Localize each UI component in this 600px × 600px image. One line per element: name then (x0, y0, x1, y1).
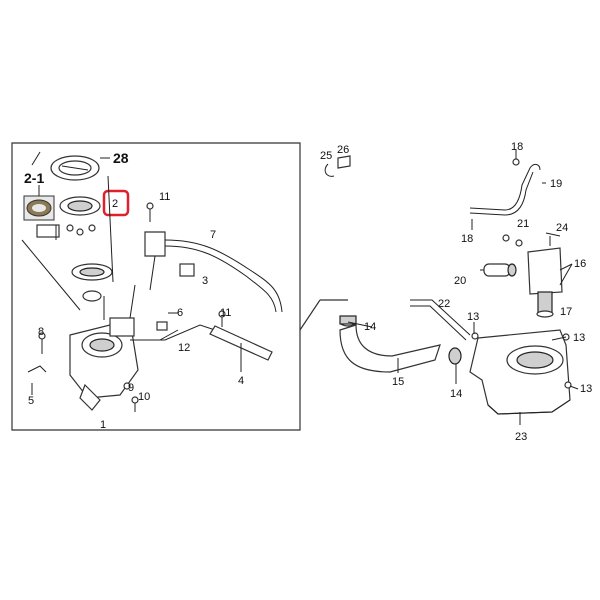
filler-neck-ring-2[interactable] (36, 196, 101, 238)
label-5: 5 (28, 395, 34, 407)
label-14-upper: 14 (364, 321, 376, 333)
hose-clamp-14-upper[interactable] (339, 315, 357, 325)
label-9: 9 (128, 382, 134, 394)
gasket-2-1[interactable] (23, 185, 55, 221)
fuel-line-22[interactable] (410, 299, 471, 341)
label-1: 1 (100, 419, 106, 431)
clamp-3[interactable] (179, 263, 195, 277)
label-12: 12 (178, 342, 190, 354)
label-15: 15 (392, 376, 404, 388)
filler-hose-15[interactable] (339, 317, 441, 373)
leader-lines (21, 151, 579, 390)
label-7: 7 (210, 229, 216, 241)
clip-26[interactable] (337, 155, 351, 169)
drain-bar-4[interactable] (209, 310, 273, 372)
left-assembly-frame (11, 142, 348, 431)
label-11-upper: 11 (159, 191, 170, 203)
label-18-lower: 18 (461, 233, 473, 245)
label-13-lower: 13 (580, 383, 592, 395)
label-2-1: 2-1 (24, 170, 44, 186)
label-21: 21 (517, 218, 529, 230)
label-6: 6 (177, 307, 183, 319)
breather-tube-12[interactable] (130, 324, 216, 341)
canister-body-1[interactable] (69, 296, 139, 411)
bolt-13-lower[interactable] (564, 381, 572, 389)
label-19: 19 (550, 178, 562, 190)
seal-ring[interactable] (71, 263, 113, 302)
clip-25[interactable] (324, 163, 335, 177)
bolt-13-left[interactable] (471, 332, 479, 340)
hose-6[interactable] (156, 312, 178, 331)
label-22: 22 (438, 298, 450, 310)
highlight-box (102, 189, 130, 217)
part-labels: 28 2-1 2 11 7 3 6 11 12 8 4 5 9 10 1 25 … (24, 141, 592, 443)
label-23: 23 (515, 431, 527, 443)
label-2: 2 (112, 198, 118, 210)
label-24: 24 (556, 222, 568, 234)
screw-9[interactable] (123, 382, 131, 390)
label-17: 17 (560, 306, 572, 318)
fuel-line-19[interactable] (469, 150, 546, 216)
label-10: 10 (138, 391, 150, 403)
bolt-11-upper[interactable] (146, 202, 154, 222)
screw-10[interactable] (131, 396, 139, 412)
fuel-pump-assembly[interactable] (502, 234, 563, 318)
hose-clamp-14-lower[interactable] (448, 347, 462, 365)
fuel-cap-28[interactable] (50, 155, 110, 181)
label-16: 16 (574, 258, 586, 270)
label-20: 20 (454, 275, 466, 287)
label-26: 26 (337, 144, 349, 156)
label-3: 3 (202, 275, 208, 287)
label-14-lower: 14 (450, 388, 462, 400)
label-28: 28 (113, 150, 129, 166)
label-11-lower: 11 (220, 307, 231, 319)
label-4: 4 (238, 375, 244, 387)
breather-hose-7[interactable] (144, 231, 283, 313)
label-8: 8 (38, 326, 44, 338)
fuel-filter-20[interactable] (483, 263, 517, 277)
label-13-right: 13 (573, 332, 585, 344)
fuel-tank-23[interactable] (469, 329, 571, 425)
bolt-8[interactable] (38, 332, 46, 354)
label-18-upper: 18 (511, 141, 523, 153)
label-13-left: 13 (467, 311, 479, 323)
label-25: 25 (320, 150, 332, 162)
clip-5[interactable] (27, 365, 47, 395)
